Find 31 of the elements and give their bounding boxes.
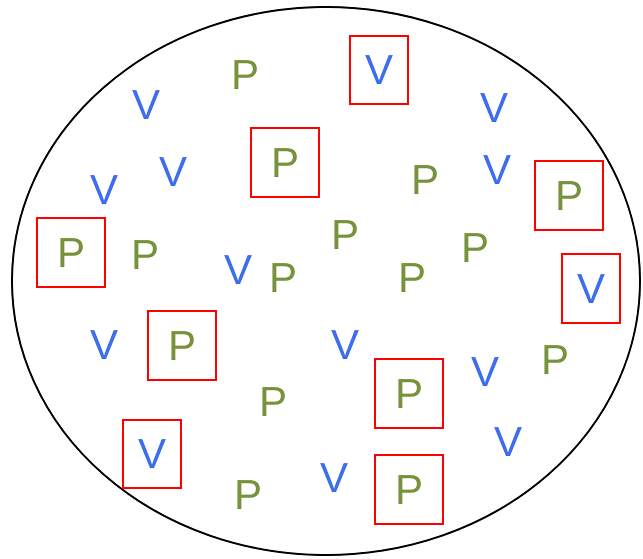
letter: V [159, 151, 187, 193]
letter: P [269, 257, 297, 299]
letter: V [483, 149, 511, 191]
boxed-letter: V [122, 419, 182, 489]
letter: P [234, 474, 262, 516]
boxed-letter: P [36, 217, 106, 288]
letter: P [411, 159, 439, 201]
letter: V [90, 169, 118, 211]
letter: P [541, 339, 569, 381]
letter: V [132, 84, 160, 126]
letter: P [131, 234, 159, 276]
boxed-letter: P [250, 127, 320, 198]
letter: V [471, 351, 499, 393]
letter: V [90, 324, 118, 366]
boxed-letter: V [561, 253, 621, 324]
boxed-letter: V [349, 35, 409, 105]
boxed-letter: P [374, 454, 444, 525]
letter: V [224, 249, 252, 291]
letter: V [320, 457, 348, 499]
letter: V [331, 324, 359, 366]
ellipse-outline [11, 6, 641, 556]
letter: P [331, 214, 359, 256]
letter: P [398, 257, 426, 299]
boxed-letter: P [374, 358, 444, 429]
letter: P [231, 54, 259, 96]
letter: V [480, 87, 508, 129]
boxed-letter: P [147, 310, 217, 381]
letter: V [494, 421, 522, 463]
boxed-letter: P [534, 160, 604, 231]
letter: P [461, 227, 489, 269]
letter: P [259, 381, 287, 423]
